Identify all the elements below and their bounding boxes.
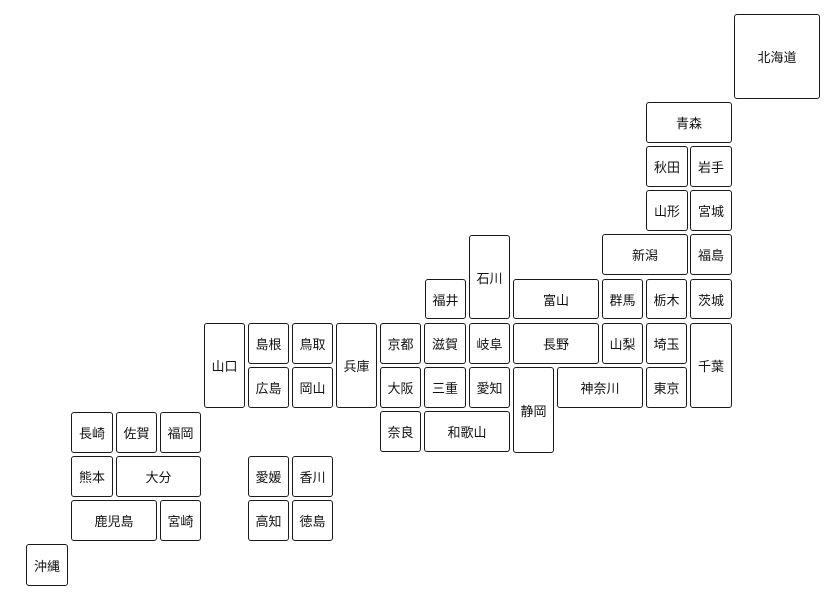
prefecture-nagasaki[interactable]: 長崎 xyxy=(71,412,113,453)
prefecture-kyoto[interactable]: 京都 xyxy=(380,323,421,364)
prefecture-miyagi[interactable]: 宮城 xyxy=(690,190,732,231)
prefecture-saitama[interactable]: 埼玉 xyxy=(646,323,687,364)
prefecture-iwate[interactable]: 岩手 xyxy=(690,146,732,187)
prefecture-fukui[interactable]: 福井 xyxy=(425,279,466,319)
prefecture-okayama[interactable]: 岡山 xyxy=(292,367,333,408)
prefecture-gifu[interactable]: 岐阜 xyxy=(469,323,510,364)
prefecture-kagawa[interactable]: 香川 xyxy=(292,456,333,497)
prefecture-ehime[interactable]: 愛媛 xyxy=(248,456,289,497)
prefecture-osaka[interactable]: 大阪 xyxy=(380,367,421,408)
prefecture-tokyo[interactable]: 東京 xyxy=(646,367,687,408)
prefecture-tottori[interactable]: 鳥取 xyxy=(292,323,333,364)
prefecture-hiroshima[interactable]: 広島 xyxy=(248,367,289,408)
prefecture-nagano[interactable]: 長野 xyxy=(513,323,599,364)
prefecture-saga[interactable]: 佐賀 xyxy=(116,412,157,453)
prefecture-aomori[interactable]: 青森 xyxy=(646,102,732,143)
prefecture-kochi[interactable]: 高知 xyxy=(248,500,289,541)
prefecture-mie[interactable]: 三重 xyxy=(424,367,466,408)
prefecture-shizuoka[interactable]: 静岡 xyxy=(513,367,554,453)
prefecture-chiba[interactable]: 千葉 xyxy=(690,323,732,408)
prefecture-shiga[interactable]: 滋賀 xyxy=(424,323,466,364)
prefecture-fukushima[interactable]: 福島 xyxy=(690,234,732,275)
prefecture-akita[interactable]: 秋田 xyxy=(646,146,688,187)
prefecture-yamanashi[interactable]: 山梨 xyxy=(602,323,643,364)
prefecture-toyama[interactable]: 富山 xyxy=(513,279,599,319)
prefecture-hokkaido[interactable]: 北海道 xyxy=(734,14,820,99)
prefecture-gunma[interactable]: 群馬 xyxy=(602,279,643,319)
prefecture-kanagawa[interactable]: 神奈川 xyxy=(557,367,643,408)
prefecture-yamaguchi[interactable]: 山口 xyxy=(204,323,245,408)
prefecture-niigata[interactable]: 新潟 xyxy=(602,234,688,275)
prefecture-oita[interactable]: 大分 xyxy=(116,456,201,497)
prefecture-tochigi[interactable]: 栃木 xyxy=(646,279,687,319)
prefecture-nara[interactable]: 奈良 xyxy=(380,411,421,452)
prefecture-aichi[interactable]: 愛知 xyxy=(469,367,510,408)
prefecture-yamagata[interactable]: 山形 xyxy=(646,190,688,231)
prefecture-kumamoto[interactable]: 熊本 xyxy=(71,456,113,497)
prefecture-ishikawa[interactable]: 石川 xyxy=(469,235,510,319)
prefecture-wakayama[interactable]: 和歌山 xyxy=(424,411,510,452)
prefecture-hyogo[interactable]: 兵庫 xyxy=(336,323,377,408)
prefecture-shimane[interactable]: 島根 xyxy=(248,323,289,364)
prefecture-okinawa[interactable]: 沖縄 xyxy=(26,544,68,586)
prefecture-miyazaki[interactable]: 宮崎 xyxy=(160,500,201,541)
prefecture-fukuoka[interactable]: 福岡 xyxy=(160,412,201,453)
prefecture-ibaraki[interactable]: 茨城 xyxy=(690,279,732,319)
prefecture-kagoshima[interactable]: 鹿児島 xyxy=(71,500,157,541)
prefecture-tokushima[interactable]: 徳島 xyxy=(292,500,333,541)
